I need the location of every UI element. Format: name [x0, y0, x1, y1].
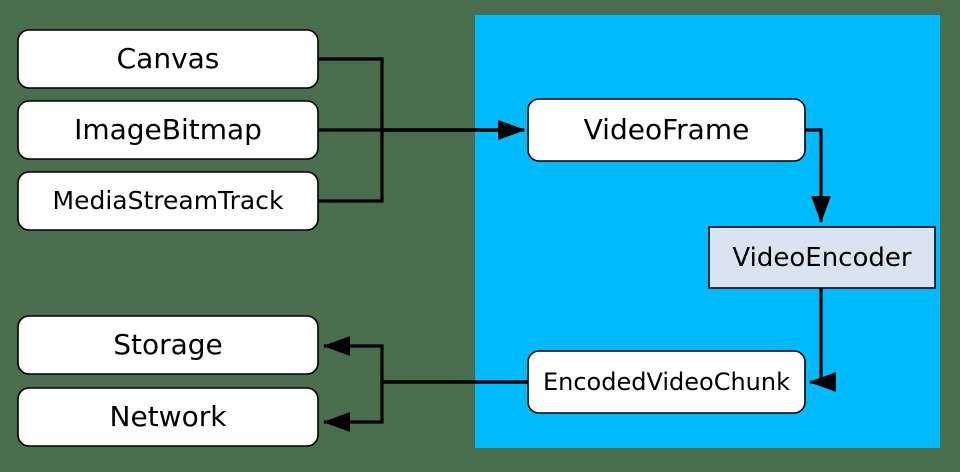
- edge-chunk-to-network: [322, 380, 528, 432]
- node-label-mediastreamtrack: MediaStreamTrack: [53, 186, 284, 215]
- node-videoencoder[interactable]: VideoEncoder: [708, 226, 936, 289]
- node-label-canvas: Canvas: [117, 42, 220, 75]
- node-box-imagebitmap: [17, 100, 319, 160]
- node-box-network: [17, 387, 319, 447]
- node-network[interactable]: Network: [17, 387, 319, 447]
- edge-mediastreamtrack-to-videoframe: [318, 120, 526, 203]
- node-imagebitmap[interactable]: ImageBitmap: [17, 100, 319, 160]
- node-mediastreamtrack[interactable]: MediaStreamTrack: [17, 171, 319, 231]
- node-label-network: Network: [110, 400, 228, 433]
- node-box-mediastreamtrack: [17, 171, 319, 231]
- node-label-encodedvideochunk: EncodedVideoChunk: [543, 368, 790, 396]
- node-encodedvideochunk[interactable]: EncodedVideoChunk: [527, 350, 806, 414]
- node-box-videoframe: [527, 98, 806, 162]
- node-videoframe[interactable]: VideoFrame: [527, 98, 806, 162]
- node-box-storage: [17, 315, 319, 375]
- node-box-canvas: [17, 29, 319, 89]
- node-storage[interactable]: Storage: [17, 315, 319, 375]
- node-label-storage: Storage: [113, 328, 223, 361]
- node-label-videoframe: VideoFrame: [584, 113, 750, 146]
- node-box-encodedvideochunk: [527, 350, 806, 414]
- node-label-imagebitmap: ImageBitmap: [74, 113, 262, 146]
- nodes-group: CanvasImageBitmapMediaStreamTrackStorage…: [17, 29, 936, 447]
- node-box-videoencoder: [708, 226, 936, 289]
- edge-videoframe-to-videoencoder: [805, 128, 831, 224]
- node-label-videoencoder: VideoEncoder: [732, 243, 911, 273]
- edge-videoencoder-to-chunk: [808, 288, 837, 392]
- node-canvas[interactable]: Canvas: [17, 29, 319, 89]
- edges-group: [318, 57, 837, 432]
